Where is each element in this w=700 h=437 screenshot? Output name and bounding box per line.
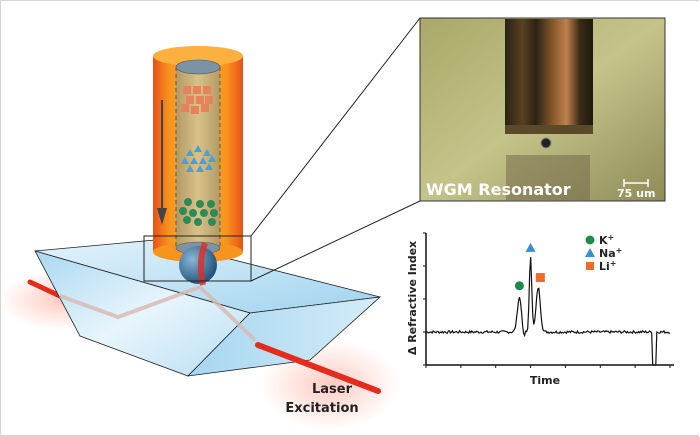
zoom-region-box (143, 235, 252, 282)
li-square (191, 106, 199, 114)
k-circle (208, 218, 216, 226)
k-peak-marker (514, 281, 524, 291)
legend-label: K+ (599, 233, 614, 247)
na-triangle (203, 149, 211, 156)
photo-microsphere (540, 137, 552, 149)
na-triangle (186, 149, 194, 156)
na-triangle (190, 157, 198, 164)
laser-label-line1: Laser (312, 382, 353, 397)
chart-y-axis-label: Δ Refractive Index (406, 241, 419, 355)
chart-trace-line (425, 257, 671, 366)
capillary-column (153, 46, 243, 262)
photo-reflection (506, 155, 590, 200)
na-triangle (181, 157, 189, 164)
column-top-rim (153, 46, 243, 66)
laser-beam-incoming (27, 279, 63, 299)
photo-rod-tip (505, 125, 593, 134)
prism-right-face (186, 296, 382, 377)
na-triangle (208, 155, 216, 162)
k-circle (207, 200, 215, 208)
legend-li-marker (586, 262, 594, 270)
li-square (183, 86, 191, 94)
legend-label: Na+ (599, 246, 622, 260)
scale-bar-label: 75 um (617, 187, 655, 200)
li-square (203, 86, 211, 94)
na-triangle (196, 165, 204, 172)
na-triangle (194, 145, 202, 152)
column-li-squares (181, 86, 213, 114)
na-triangle (205, 163, 213, 170)
na-peak-marker (525, 242, 536, 252)
legend-na-marker (585, 248, 595, 257)
zoom-connector-bottom (250, 200, 421, 282)
channel-top-opening (175, 59, 221, 75)
chart-legend: K+Na+Li+ (585, 233, 622, 273)
column-na-triangles (181, 145, 216, 172)
na-triangle (186, 165, 194, 172)
laser-path-internal (59, 284, 257, 342)
li-peak-marker (535, 273, 545, 283)
laser-beam-outgoing (255, 342, 381, 394)
laser-glow-right (260, 340, 400, 430)
li-square (205, 96, 213, 104)
resonator-photo: WGM Resonator 75 um (419, 17, 666, 202)
k-circle (183, 216, 191, 224)
k-circle (200, 209, 208, 217)
li-square (196, 96, 204, 104)
column-k-circles (179, 198, 218, 226)
legend-k-marker (585, 235, 595, 245)
na-triangle (199, 157, 207, 164)
chart-x-axis-label: Time (530, 374, 560, 387)
li-square (193, 86, 201, 94)
zoom-connector-top (250, 17, 421, 237)
k-circle (189, 209, 197, 217)
laser-label-line2: Excitation (285, 401, 358, 416)
flow-arrow-head (157, 208, 167, 225)
refractive-index-chart: K+Na+Li+ Time Δ Refractive Index (406, 232, 674, 387)
photo-fiber-rod (505, 19, 593, 134)
li-square (201, 104, 209, 112)
li-square (181, 104, 189, 112)
k-circle (179, 207, 187, 215)
k-circle (196, 200, 204, 208)
photo-label: WGM Resonator (426, 180, 571, 199)
k-circle (194, 218, 202, 226)
k-circle (210, 209, 218, 217)
chart-axes (423, 232, 674, 368)
legend-label: Li+ (599, 259, 616, 273)
k-circle (184, 198, 192, 206)
li-square (186, 96, 194, 104)
chart-peak-markers (514, 242, 545, 291)
